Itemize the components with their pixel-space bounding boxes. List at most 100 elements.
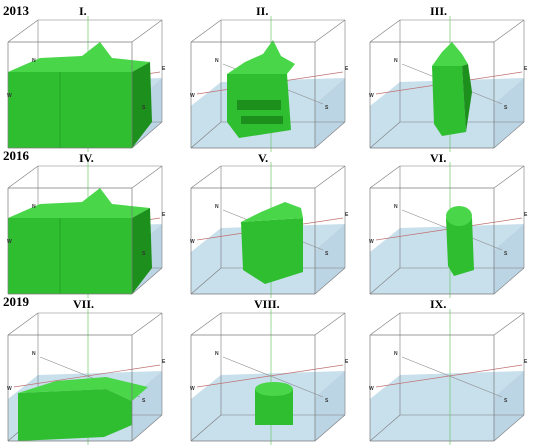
box-edge — [493, 19, 525, 43]
water-side — [315, 78, 345, 148]
panel-3d-box: N E S W — [7, 309, 166, 445]
green-body-front — [18, 389, 132, 441]
box-edge — [131, 267, 163, 295]
panel-3d-box: N E S W — [190, 309, 349, 445]
water-group — [370, 224, 524, 294]
box-edge — [314, 121, 346, 149]
box-edge — [314, 312, 346, 336]
panel-label-II: II. — [256, 4, 269, 18]
box-edge — [369, 165, 401, 189]
direction-label-north: N — [32, 204, 36, 210]
green-body-front — [8, 218, 132, 294]
water-side — [315, 371, 345, 441]
green-body-top — [8, 42, 150, 72]
direction-label-west: W — [190, 386, 195, 392]
green-body-top — [446, 206, 472, 226]
box-edge — [314, 165, 346, 189]
green-body-top — [227, 40, 295, 74]
direction-label-east: E — [345, 66, 349, 72]
year-label-2013: 2013 — [3, 3, 29, 18]
box-edge — [190, 267, 222, 295]
direction-label-north: N — [32, 351, 36, 357]
direction-label-east: E — [345, 359, 349, 365]
box-edge — [131, 165, 163, 189]
green-body-front — [446, 218, 474, 276]
panel-label-IX: IX. — [430, 297, 447, 311]
direction-label-west: W — [7, 239, 12, 245]
box-edge — [493, 414, 525, 442]
water-side — [494, 78, 524, 148]
box-edge — [314, 19, 346, 43]
box-edge — [190, 121, 222, 149]
panel-label-IV: IV. — [79, 151, 94, 165]
direction-label-south: S — [325, 398, 329, 404]
box-edge — [131, 312, 163, 336]
green-body-top — [255, 382, 293, 396]
year-label-2019: 2019 — [3, 294, 29, 309]
water-volume — [370, 224, 524, 294]
panel-label-I: I. — [79, 4, 87, 18]
box-edge — [314, 267, 346, 295]
box-edge — [190, 19, 222, 43]
box-edge — [7, 312, 39, 336]
green-body-front — [8, 72, 132, 148]
green-body-group — [18, 377, 148, 441]
north-south-axis — [401, 356, 503, 398]
direction-label-west: W — [369, 386, 374, 392]
green-body-group — [432, 42, 472, 136]
panel-label-VI: VI. — [430, 151, 447, 165]
direction-label-west: W — [190, 93, 195, 99]
direction-label-north: N — [394, 351, 398, 357]
box-edge — [7, 19, 39, 43]
box-edge — [493, 121, 525, 149]
box-edge — [493, 312, 525, 336]
direction-label-east: E — [162, 212, 166, 218]
water-side — [315, 224, 345, 294]
water-side — [494, 224, 524, 294]
green-body-group — [446, 206, 474, 276]
direction-label-east: E — [162, 359, 166, 365]
box-edge — [369, 414, 401, 442]
direction-label-west: W — [7, 93, 12, 99]
box-edge — [369, 267, 401, 295]
direction-label-north: N — [394, 58, 398, 64]
green-body-front — [241, 218, 303, 284]
green-body-group — [255, 382, 293, 425]
box-edge — [493, 267, 525, 295]
green-body-top — [18, 377, 148, 401]
direction-label-west: W — [7, 386, 12, 392]
box-edge — [131, 414, 163, 442]
direction-label-south: S — [142, 398, 146, 404]
direction-label-west: W — [190, 239, 195, 245]
direction-label-east: E — [524, 359, 528, 365]
direction-label-north: N — [215, 58, 219, 64]
box-edge — [369, 19, 401, 43]
water-group — [370, 371, 524, 441]
box-edge — [190, 312, 222, 336]
direction-label-south: S — [325, 105, 329, 111]
direction-label-south: S — [504, 105, 508, 111]
box-edge — [190, 165, 222, 189]
direction-label-south: S — [504, 251, 508, 257]
green-body-group — [8, 188, 152, 294]
green-body-shelf — [241, 116, 283, 124]
north-south-axis — [222, 356, 324, 398]
direction-label-south: S — [142, 105, 146, 111]
panel-label-VIII: VIII. — [254, 297, 280, 311]
direction-label-north: N — [394, 204, 398, 210]
direction-label-north: N — [215, 351, 219, 357]
water-side — [132, 371, 162, 441]
green-body-group — [8, 42, 152, 148]
green-body-top — [432, 42, 468, 66]
box-edge — [369, 312, 401, 336]
direction-label-east: E — [345, 212, 349, 218]
box-edge — [131, 19, 163, 43]
year-label-2016: 2016 — [3, 148, 29, 163]
box-edge — [7, 165, 39, 189]
box-edge — [131, 121, 163, 149]
green-body-side — [132, 208, 152, 294]
